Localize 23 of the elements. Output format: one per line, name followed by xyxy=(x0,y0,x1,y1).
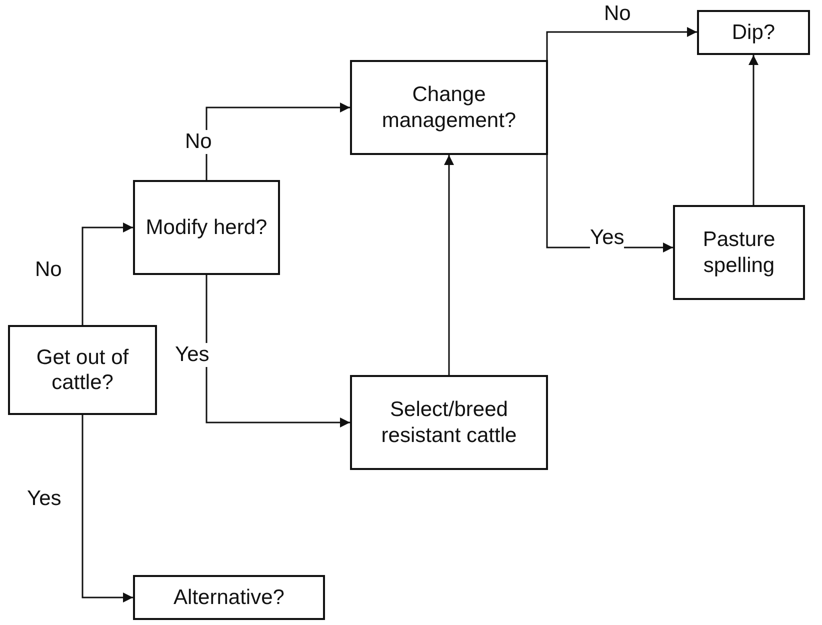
arrow xyxy=(206,275,350,428)
arrow xyxy=(444,155,454,375)
process-box xyxy=(350,60,548,155)
process-box xyxy=(8,325,157,415)
process-box xyxy=(697,10,810,55)
box-label: Dip? xyxy=(732,20,776,46)
arrow xyxy=(206,102,350,180)
edge-label: No xyxy=(185,130,212,154)
box-label: Select/breed resistant cattle xyxy=(380,397,518,448)
box-label: Modify herd? xyxy=(146,214,268,240)
arrow xyxy=(82,415,133,602)
box-label: Pasture spelling xyxy=(702,227,776,278)
process-box xyxy=(133,180,280,275)
process-box xyxy=(350,375,548,470)
box-label: Alternative? xyxy=(174,584,284,610)
arrow xyxy=(748,55,758,205)
edge-label: Yes xyxy=(175,343,210,367)
box-label: Change management? xyxy=(380,82,518,133)
process-box xyxy=(133,575,325,620)
arrow xyxy=(546,27,697,60)
process-box xyxy=(673,205,805,300)
arrow xyxy=(82,222,133,325)
box-label: Get out of cattle? xyxy=(35,344,130,396)
